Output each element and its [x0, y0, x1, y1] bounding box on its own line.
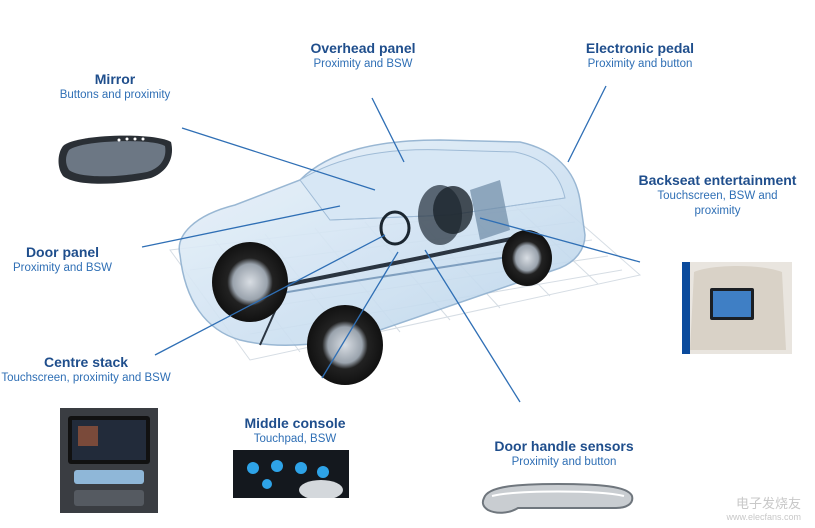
callout-title: Centre stack — [43, 354, 129, 370]
callout-electronic-pedal: Electronic pedal Proximity and button — [565, 40, 715, 72]
callout-title: Backseat entertainment — [638, 172, 797, 188]
callout-title: Electronic pedal — [585, 40, 695, 56]
watermark-text: 电子发烧友 — [735, 496, 801, 511]
watermark-url: www.elecfans.com — [726, 512, 801, 522]
callout-title: Mirror — [94, 71, 136, 87]
centre-stack-image — [60, 408, 158, 513]
callout-door-panel: Door panel Proximity and BSW — [0, 244, 125, 276]
callout-title: Middle console — [244, 415, 346, 431]
callout-title: Door panel — [25, 244, 100, 260]
callout-centre-stack: Centre stack Touchscreen, proximity and … — [0, 354, 172, 386]
middle-console-image — [233, 450, 349, 498]
wheels — [212, 186, 552, 385]
mirror-image — [58, 135, 173, 184]
callout-subtitle: Touchpad, BSW — [253, 433, 337, 445]
watermark: 电子发烧友 www.elecfans.com — [726, 493, 801, 522]
callout-subtitle: Proximity and BSW — [313, 58, 413, 70]
callout-title: Overhead panel — [310, 40, 416, 56]
callout-subtitle: Touchscreen, BSW and proximity — [657, 190, 778, 217]
callout-subtitle: Proximity and button — [587, 58, 693, 70]
callout-subtitle: Proximity and BSW — [12, 262, 113, 274]
leader-lines — [141, 85, 641, 403]
callout-subtitle: Buttons and proximity — [59, 89, 171, 101]
backseat-entertainment-image — [682, 262, 792, 354]
door-handle-image — [481, 482, 634, 514]
callout-subtitle: Touchscreen, proximity and BSW — [1, 372, 171, 384]
callout-door-handle-sensors: Door handle sensors Proximity and button — [474, 438, 654, 470]
callout-overhead-panel: Overhead panel Proximity and BSW — [288, 40, 438, 72]
callout-middle-console: Middle console Touchpad, BSW — [220, 415, 370, 447]
callout-title: Door handle sensors — [494, 438, 634, 454]
callout-mirror: Mirror Buttons and proximity — [40, 71, 190, 103]
callout-backseat-entertainment: Backseat entertainment Touchscreen, BSW … — [630, 172, 805, 219]
callout-subtitle: Proximity and button — [511, 456, 617, 468]
